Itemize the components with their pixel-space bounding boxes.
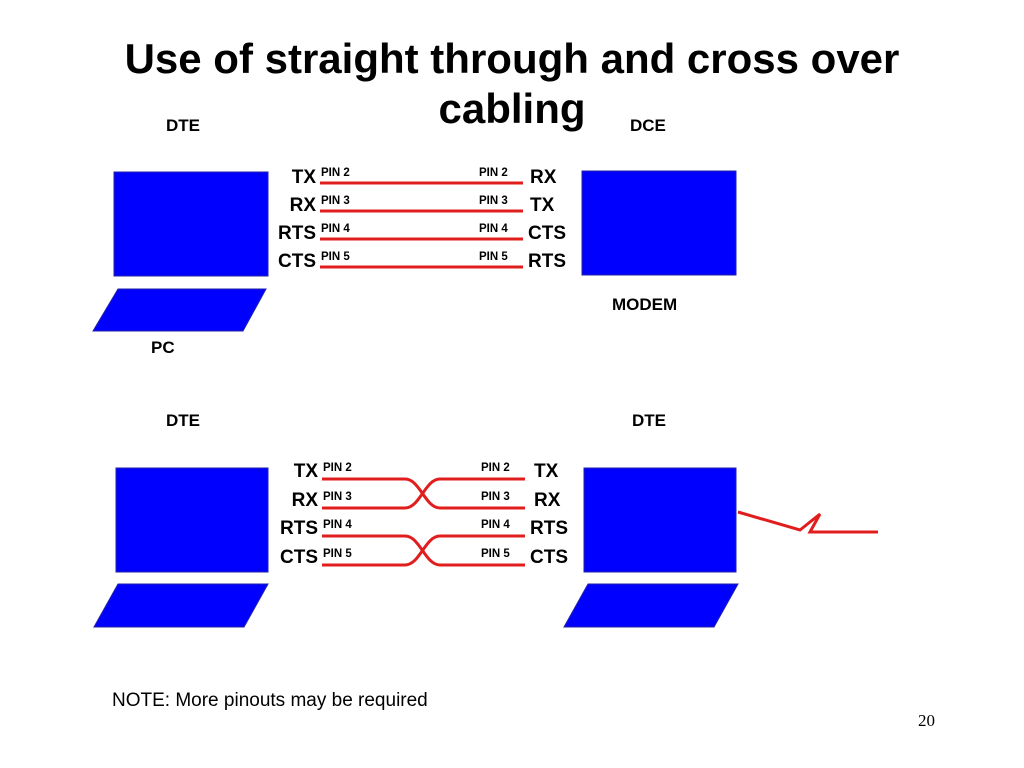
top-left-dte-label: DTE (166, 116, 200, 135)
modem-label: MODEM (612, 295, 678, 314)
bottom-left-keyboard-icon (93, 583, 269, 628)
top-left-signal-cts: CTS (278, 251, 316, 272)
top-right-signal-rx: RX (530, 167, 557, 188)
bottom-cable-pin3-to-pin2 (322, 477, 525, 510)
top-modem-icon (581, 170, 737, 276)
bottom-left-pin-2: PIN 2 (323, 462, 352, 474)
top-pc-keyboard-icon (92, 288, 267, 332)
bottom-right-signal-rx: RX (534, 490, 561, 511)
footnote: NOTE: More pinouts may be required (112, 690, 428, 711)
bottom-right-signal-rts: RTS (530, 518, 568, 539)
bottom-left-signal-rx: RX (291, 490, 318, 511)
top-right-signal-cts: CTS (528, 223, 566, 244)
page-number: 20 (918, 711, 935, 730)
bottom-left-signal-tx: TX (293, 461, 318, 482)
top-left-signal-tx: TX (291, 167, 316, 188)
top-right-signal-rts: RTS (528, 251, 566, 272)
top-right-pin-4: PIN 4 (479, 223, 508, 235)
bottom-right-dte-label: DTE (632, 411, 666, 430)
bottom-cable-pin5-to-pin4 (322, 534, 525, 567)
top-right-pin-2: PIN 2 (479, 167, 508, 179)
top-left-signal-rx: RX (289, 195, 316, 216)
bottom-right-pc-device (563, 467, 739, 628)
top-right-pin-5: PIN 5 (479, 251, 508, 263)
bottom-right-signal-tx: TX (534, 461, 559, 482)
top-left-pin-5: PIN 5 (321, 251, 350, 263)
top-pc-device (92, 171, 269, 332)
bottom-left-pin-3: PIN 3 (323, 491, 352, 503)
bottom-right-signal-cts: CTS (530, 547, 568, 568)
bottom-right-pin-5: PIN 5 (481, 548, 510, 560)
top-right-signal-tx: TX (530, 195, 555, 216)
bottom-left-signal-rts: RTS (280, 518, 318, 539)
top-left-pin-4: PIN 4 (321, 223, 350, 235)
bottom-right-pin-2: PIN 2 (481, 462, 510, 474)
bottom-left-monitor-icon (115, 467, 269, 573)
slide-title: Use of straight through and cross over c… (124, 35, 900, 132)
top-right-pin-3: PIN 3 (479, 195, 508, 207)
phone-line-icon (737, 510, 878, 534)
bottom-right-pin-3: PIN 3 (481, 491, 510, 503)
bottom-right-pin-4: PIN 4 (481, 519, 510, 531)
bottom-left-pc-device (93, 467, 269, 628)
top-pc-monitor-icon (113, 171, 269, 277)
bottom-crossover-cables (322, 477, 525, 567)
bottom-left-dte-label: DTE (166, 411, 200, 430)
bottom-left-signal-cts: CTS (280, 547, 318, 568)
bottom-left-pin-4: PIN 4 (323, 519, 352, 531)
bottom-left-pin-5: PIN 5 (323, 548, 352, 560)
pc-label: PC (151, 338, 175, 357)
top-straight-cables (320, 181, 523, 269)
top-left-signal-rts: RTS (278, 223, 316, 244)
top-left-pin-3: PIN 3 (321, 195, 350, 207)
bottom-right-keyboard-icon (563, 583, 739, 628)
top-left-pin-2: PIN 2 (321, 167, 350, 179)
top-right-dce-label: DCE (630, 116, 666, 135)
bottom-right-monitor-icon (583, 467, 737, 573)
